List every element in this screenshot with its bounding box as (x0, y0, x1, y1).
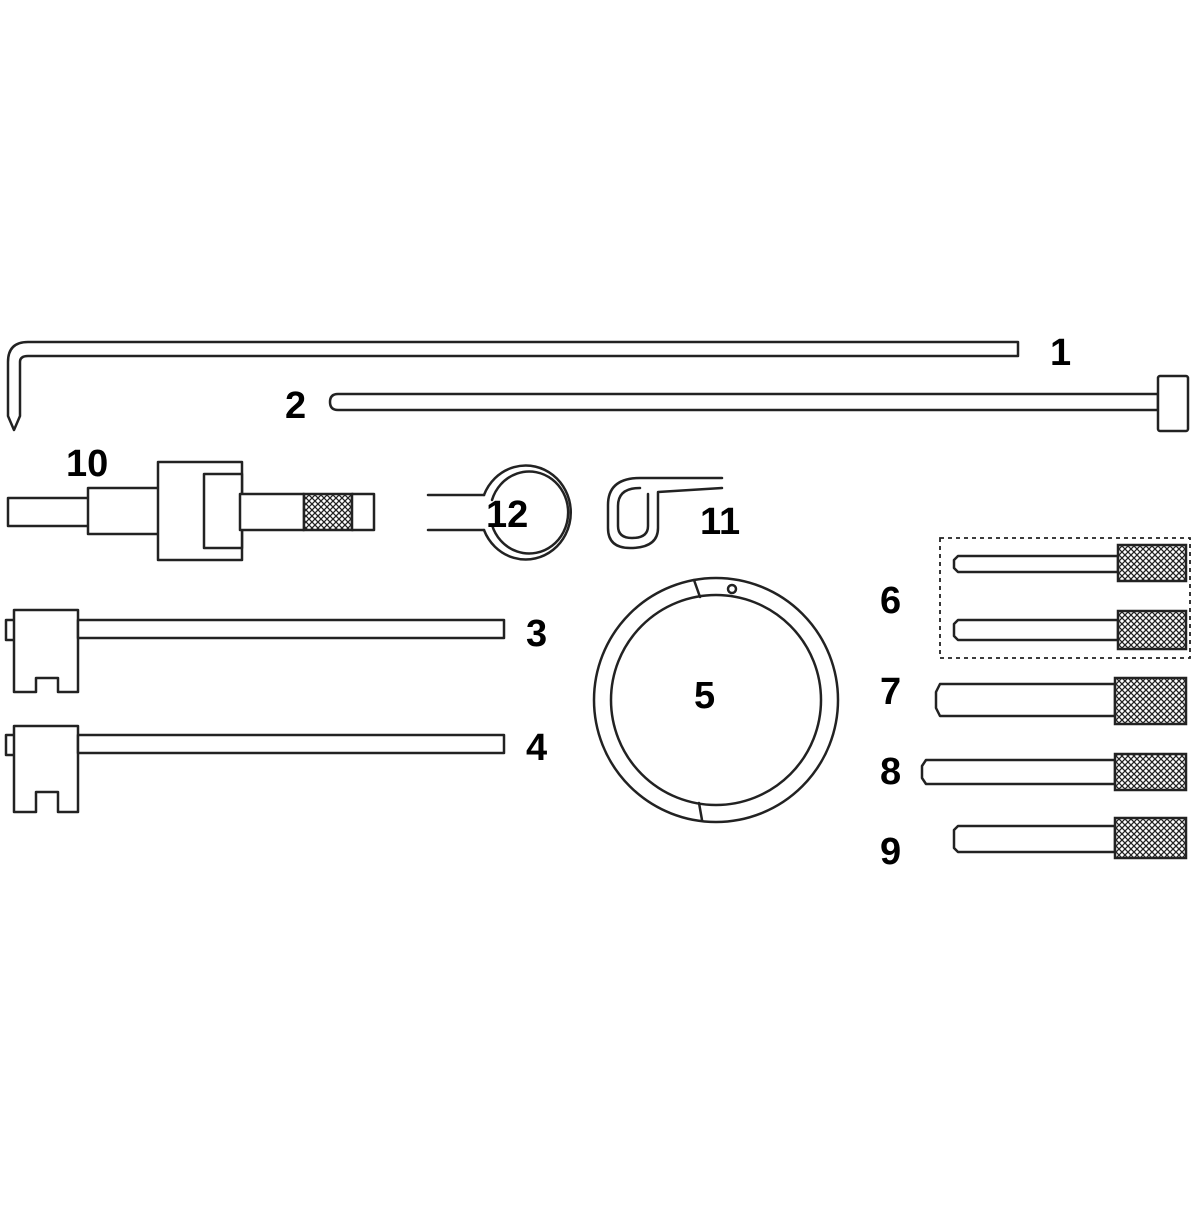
split-ring-cut-bottom (697, 801, 704, 822)
pin-9-knurl (1113, 816, 1188, 860)
tensioner-tip (350, 492, 376, 532)
t-rod-shaft (328, 392, 1160, 412)
part-7-pin (934, 676, 1188, 726)
pin-7-shaft (934, 682, 1117, 718)
part-6-pin-set (939, 537, 1191, 659)
tensioner-shaft-left (6, 496, 92, 528)
locking-tool-3-bar (76, 618, 506, 640)
split-ring-outer (592, 576, 840, 824)
locking-tool-3-block (12, 608, 80, 694)
label-5: 5 (694, 675, 715, 717)
part-1-l-rod (6, 340, 1020, 432)
label-4: 4 (526, 727, 547, 769)
label-1: 1 (1050, 332, 1071, 374)
locking-tool-4-bar (76, 733, 506, 755)
label-9: 9 (880, 831, 901, 873)
split-ring-inner (609, 593, 823, 807)
split-ring-cut-top (692, 578, 702, 599)
t-rod-head (1156, 374, 1190, 433)
ring-clip-outer-ring (482, 464, 573, 561)
part-4-locking-tool (4, 724, 506, 814)
part-9-pin (952, 816, 1188, 860)
pin-8-shaft (920, 758, 1117, 786)
label-6: 6 (880, 580, 901, 622)
pin-6a-knurl (1116, 543, 1188, 583)
label-11: 11 (700, 501, 740, 543)
tensioner-window (202, 472, 244, 550)
locking-tool-4-block (12, 724, 80, 814)
part-12-ring-clip (426, 464, 573, 561)
ring-clip-inner-ring (490, 470, 570, 555)
part-5-split-ring (592, 576, 840, 824)
part-2-t-rod (328, 374, 1190, 433)
part-3-locking-tool (4, 608, 506, 694)
pin-6a-shaft (952, 554, 1120, 574)
label-8: 8 (880, 751, 901, 793)
label-7: 7 (880, 671, 901, 713)
part-10-tensioner-tool (6, 460, 376, 562)
tensioner-collar (86, 486, 162, 536)
spring-clip-outer (606, 476, 724, 550)
spring-clip-inner (616, 486, 650, 540)
label-10: 10 (66, 443, 108, 485)
pin-6b-knurl (1116, 609, 1188, 651)
tensioner-knurl (302, 492, 354, 532)
part-11-spring-clip (606, 476, 724, 550)
pin-set-dashed-box (939, 537, 1191, 659)
pin-8-knurl (1113, 752, 1188, 792)
label-12: 12 (486, 494, 528, 536)
split-ring-hole (726, 583, 738, 595)
l-rod-body (6, 340, 1020, 432)
tensioner-shaft-right (238, 492, 306, 532)
pin-9-shaft (952, 824, 1117, 854)
label-2: 2 (285, 385, 306, 427)
pin-6b-shaft (952, 618, 1120, 642)
pin-7-knurl (1113, 676, 1188, 726)
label-3: 3 (526, 613, 547, 655)
part-8-pin (920, 752, 1188, 792)
